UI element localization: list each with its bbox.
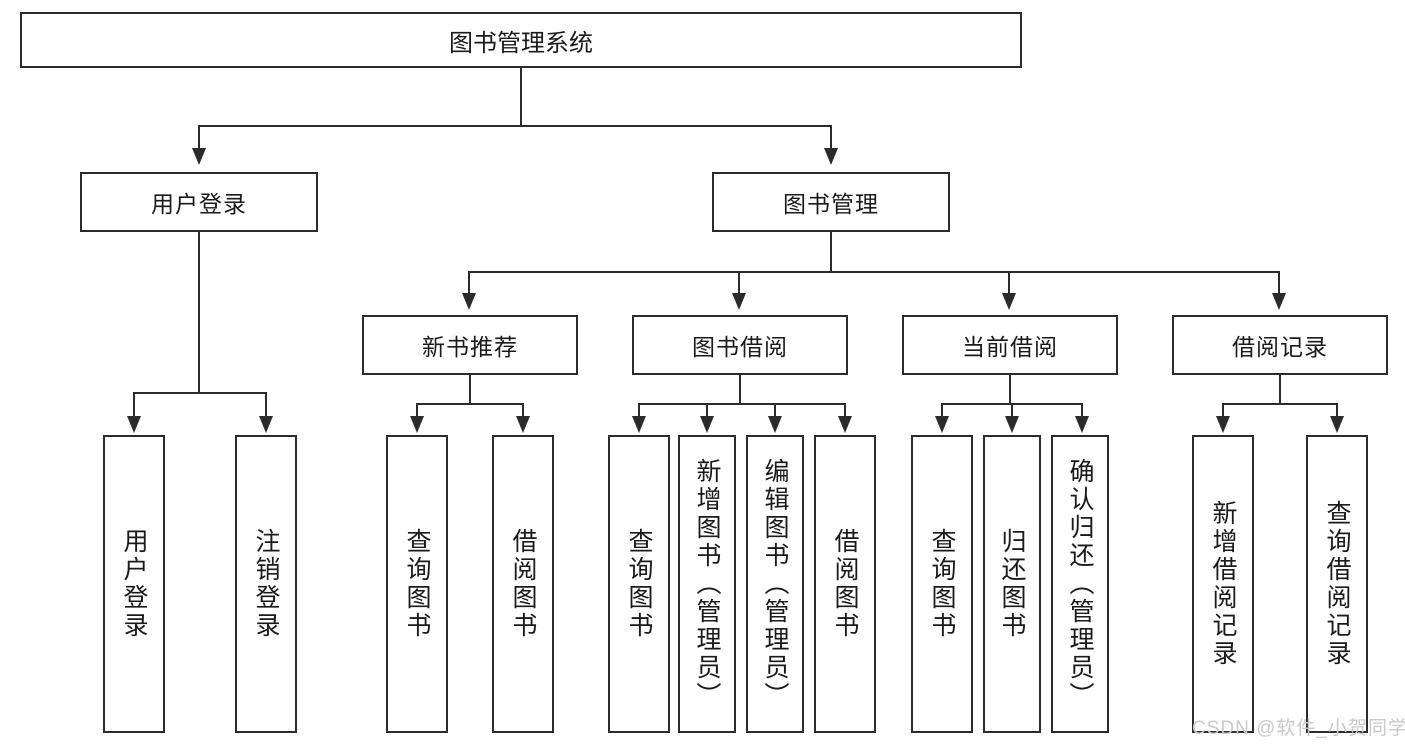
edge-root-to-user-login [198, 125, 200, 150]
arrow-bm-to-l3-2 [1002, 293, 1016, 310]
leaf-label: 查询图书 [403, 528, 431, 640]
leaf-book-borrow-3[interactable]: 借阅图书 [814, 435, 876, 733]
leaf-book-borrow-0[interactable]: 查询图书 [608, 435, 670, 733]
edge-bb-bus [638, 403, 846, 405]
edge-root-to-book-management [830, 125, 832, 150]
leaf-current-borrow-1[interactable]: 归还图书 [983, 435, 1041, 733]
edge-bb-to-leaf-2 [774, 403, 776, 418]
node-root-book-management-system[interactable]: 图书管理系统 [20, 12, 1022, 68]
node-label: 新书推荐 [422, 334, 518, 360]
leaf-label: 注销登录 [252, 528, 280, 640]
leaf-label: 新增图书（管理员） [693, 458, 721, 710]
node-label: 用户登录 [151, 191, 247, 217]
node-new-book-recommend[interactable]: 新书推荐 [362, 315, 578, 375]
edge-bm-to-l3-1 [738, 271, 740, 295]
arrow-br-to-leaf-1 [1330, 416, 1344, 433]
leaf-label: 借阅图书 [509, 528, 537, 640]
leaf-user-login-0[interactable]: 用户登录 [103, 435, 165, 733]
node-label: 当前借阅 [962, 334, 1058, 360]
leaf-label: 用户登录 [120, 528, 148, 640]
edge-user-login-to-leaf-1 [265, 392, 267, 418]
edge-bm-to-l3-0 [468, 271, 470, 295]
leaf-new-book-recommend-1[interactable]: 借阅图书 [492, 435, 554, 733]
node-current-borrow[interactable]: 当前借阅 [902, 315, 1118, 375]
edge-cb-to-leaf-2 [1081, 403, 1083, 418]
edge-user-login-to-leaf-0 [133, 392, 135, 418]
arrow-root-to-user-login [192, 148, 206, 165]
leaf-borrow-record-1[interactable]: 查询借阅记录 [1306, 435, 1368, 733]
leaf-label: 查询图书 [928, 528, 956, 640]
edge-bb-stem [739, 375, 741, 405]
edge-nbr-to-leaf-1 [522, 403, 524, 418]
arrow-user-login-to-leaf-0 [127, 416, 141, 433]
leaf-label: 编辑图书（管理员） [761, 458, 789, 710]
arrow-root-to-book-management [824, 148, 838, 165]
arrow-user-login-to-leaf-1 [259, 416, 273, 433]
edge-nbr-bus [416, 403, 524, 405]
edge-root-bus [198, 125, 832, 127]
edge-br-stem [1279, 375, 1281, 405]
edge-br-bus [1222, 403, 1338, 405]
arrow-bm-to-l3-1 [732, 293, 746, 310]
watermark-csdn: CSDN @软件_小贺同学 [1192, 718, 1405, 739]
leaf-book-borrow-1[interactable]: 新增图书（管理员） [678, 435, 736, 733]
arrow-nbr-to-leaf-1 [516, 416, 530, 433]
leaf-label: 新增借阅记录 [1209, 500, 1237, 668]
leaf-label: 归还图书 [998, 528, 1026, 640]
node-label: 图书管理 [783, 191, 879, 217]
leaf-user-login-1[interactable]: 注销登录 [235, 435, 297, 733]
leaf-label: 查询图书 [625, 528, 653, 640]
leaf-current-borrow-0[interactable]: 查询图书 [911, 435, 973, 733]
node-label: 借阅记录 [1232, 334, 1328, 360]
arrow-bb-to-leaf-2 [768, 416, 782, 433]
node-label: 图书管理系统 [449, 29, 593, 57]
edge-book-management-stem [830, 232, 832, 272]
leaf-label: 查询借阅记录 [1323, 500, 1351, 668]
edge-nbr-to-leaf-0 [416, 403, 418, 418]
arrow-bm-to-l3-0 [462, 293, 476, 310]
leaf-label: 确认归还（管理员） [1066, 458, 1094, 710]
node-user-login[interactable]: 用户登录 [80, 172, 318, 232]
edge-br-to-leaf-0 [1222, 403, 1224, 418]
arrow-nbr-to-leaf-0 [410, 416, 424, 433]
arrow-bb-to-leaf-3 [838, 416, 852, 433]
edge-cb-to-leaf-0 [941, 403, 943, 418]
node-book-management[interactable]: 图书管理 [712, 172, 950, 232]
edge-cb-stem [1009, 375, 1011, 405]
arrow-bb-to-leaf-0 [632, 416, 646, 433]
edge-bm-to-l3-2 [1008, 271, 1010, 295]
leaf-current-borrow-2[interactable]: 确认归还（管理员） [1051, 435, 1109, 733]
leaf-borrow-record-0[interactable]: 新增借阅记录 [1192, 435, 1254, 733]
leaf-label: 借阅图书 [831, 528, 859, 640]
edge-user-login-stem [198, 232, 200, 394]
leaf-new-book-recommend-0[interactable]: 查询图书 [386, 435, 448, 733]
edge-bb-to-leaf-0 [638, 403, 640, 418]
arrow-cb-to-leaf-0 [935, 416, 949, 433]
edge-book-management-bus [468, 271, 1280, 273]
edge-bm-to-l3-3 [1278, 271, 1280, 295]
arrow-br-to-leaf-0 [1216, 416, 1230, 433]
node-borrow-record[interactable]: 借阅记录 [1172, 315, 1388, 375]
arrow-bm-to-l3-3 [1272, 293, 1286, 310]
arrow-cb-to-leaf-2 [1075, 416, 1089, 433]
edge-br-to-leaf-1 [1336, 403, 1338, 418]
edge-user-login-bus [133, 392, 266, 394]
edge-cb-to-leaf-1 [1011, 403, 1013, 418]
node-label: 图书借阅 [692, 334, 788, 360]
leaf-book-borrow-2[interactable]: 编辑图书（管理员） [746, 435, 804, 733]
arrow-cb-to-leaf-1 [1005, 416, 1019, 433]
edge-root-stem [520, 68, 522, 126]
node-book-borrow[interactable]: 图书借阅 [632, 315, 848, 375]
arrow-bb-to-leaf-1 [700, 416, 714, 433]
edge-bb-to-leaf-1 [706, 403, 708, 418]
edge-bb-to-leaf-3 [844, 403, 846, 418]
edge-nbr-stem [469, 375, 471, 405]
